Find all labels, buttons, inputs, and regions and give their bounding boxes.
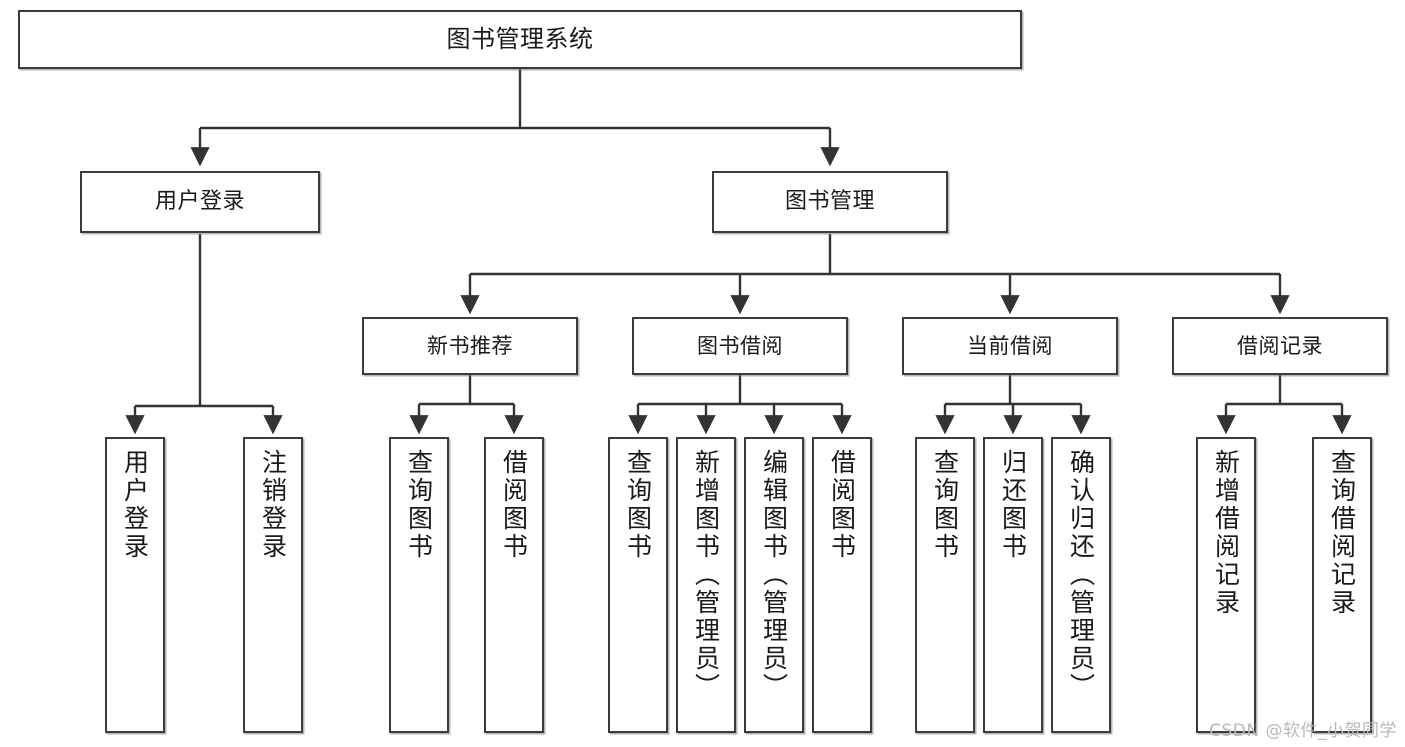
node-label: 查询图书 (623, 449, 653, 561)
node-current-borrow[interactable]: 当前借阅 (902, 317, 1118, 375)
leaf-query-book-borrow[interactable]: 查询图书 (608, 437, 668, 733)
leaf-query-borrow-record[interactable]: 查询借阅记录 (1312, 437, 1372, 733)
node-label: 新增图书（管理员） (691, 449, 721, 701)
node-label: 当前借阅 (967, 333, 1053, 358)
node-label: 用户登录 (120, 449, 150, 561)
node-label: 归还图书 (998, 449, 1028, 561)
leaf-query-book-recommend[interactable]: 查询图书 (389, 437, 449, 733)
node-label: 编辑图书（管理员） (759, 449, 789, 701)
leaf-user-login[interactable]: 用户登录 (105, 437, 165, 733)
leaf-borrow-book-recommend[interactable]: 借阅图书 (484, 437, 544, 733)
node-label: 新增借阅记录 (1211, 449, 1241, 617)
leaf-logout[interactable]: 注销登录 (243, 437, 303, 733)
node-label: 用户登录 (154, 189, 245, 215)
leaf-query-book-current[interactable]: 查询图书 (915, 437, 975, 733)
node-label: 注销登录 (258, 449, 288, 561)
node-label: 借阅图书 (499, 449, 529, 561)
csdn-watermark: CSDN @软件_小贺同学 (1209, 721, 1397, 741)
leaf-confirm-return-admin[interactable]: 确认归还（管理员） (1051, 437, 1111, 733)
node-label: 图书管理 (784, 189, 875, 215)
node-label: 借阅图书 (827, 449, 857, 561)
leaf-add-borrow-record[interactable]: 新增借阅记录 (1196, 437, 1256, 733)
node-label: 查询借阅记录 (1327, 449, 1357, 617)
node-borrow-record[interactable]: 借阅记录 (1172, 317, 1388, 375)
node-book-management[interactable]: 图书管理 (712, 171, 948, 233)
node-label: 图书借阅 (697, 333, 783, 358)
node-label: 查询图书 (404, 449, 434, 561)
node-label: 借阅记录 (1237, 333, 1323, 358)
leaf-borrow-book[interactable]: 借阅图书 (812, 437, 872, 733)
leaf-return-book[interactable]: 归还图书 (983, 437, 1043, 733)
node-new-book-recommend[interactable]: 新书推荐 (362, 317, 578, 375)
leaf-add-book-admin[interactable]: 新增图书（管理员） (676, 437, 736, 733)
leaf-edit-book-admin[interactable]: 编辑图书（管理员） (744, 437, 804, 733)
node-label: 图书管理系统 (446, 25, 594, 54)
node-label: 查询图书 (930, 449, 960, 561)
node-label: 新书推荐 (427, 333, 513, 358)
node-user-login[interactable]: 用户登录 (80, 171, 320, 233)
node-label: 确认归还（管理员） (1066, 449, 1096, 701)
node-root-library-system[interactable]: 图书管理系统 (18, 10, 1022, 69)
node-book-borrow[interactable]: 图书借阅 (632, 317, 848, 375)
